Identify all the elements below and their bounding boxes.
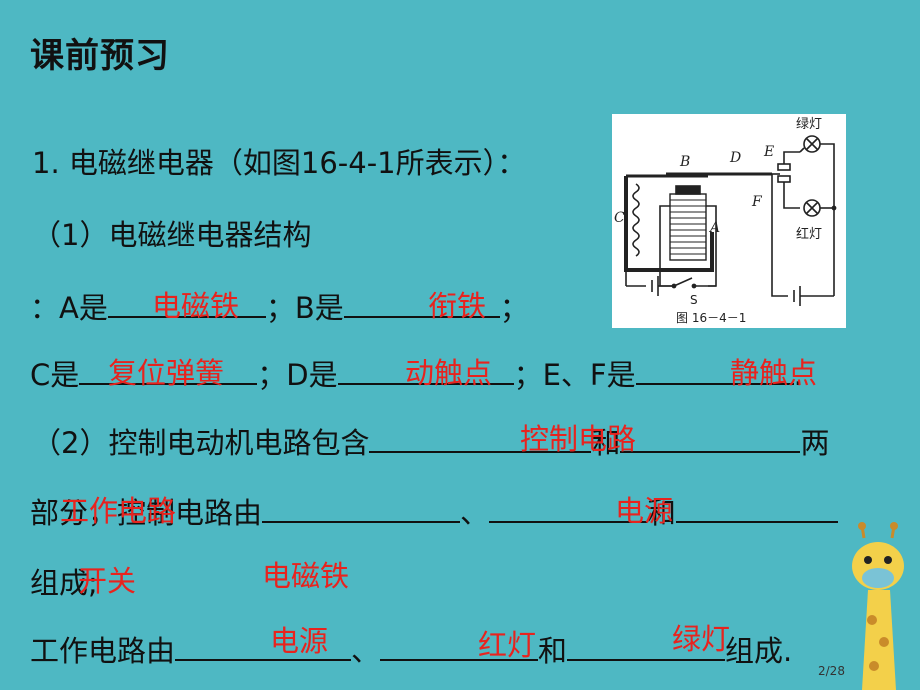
label-ef-is: ；E、F是	[513, 358, 636, 392]
label-d-is: ；D是	[257, 358, 338, 392]
label-green-lamp: 绿灯	[796, 117, 822, 132]
semicolon: ；	[499, 291, 529, 325]
label-b-is: ；B是	[265, 291, 344, 325]
compose-end-text: 组成.	[725, 634, 793, 668]
label-c-is: C是	[30, 358, 80, 392]
blank-a	[107, 290, 266, 318]
page-title: 课前预习	[30, 36, 170, 76]
label-b: B	[679, 154, 690, 170]
giraffe-icon	[852, 522, 904, 690]
answer-b: 衔铁	[428, 289, 487, 323]
blank-work-2	[380, 633, 539, 661]
answer-control-circuit: 控制电路	[520, 422, 637, 456]
control-circuit-text: 部分，控制电路由	[30, 496, 263, 530]
answer-ef: 静触点	[730, 356, 818, 390]
period: .	[793, 358, 803, 392]
blank-b	[343, 290, 500, 318]
label-a-fig: A	[708, 220, 720, 236]
figure-caption: 图 16－4－1	[676, 311, 746, 325]
blank-work-circuit	[620, 425, 801, 453]
answer-work-circuit: 工作电路	[60, 494, 177, 528]
blank-control-circuit	[369, 425, 592, 453]
and-text: 和	[591, 426, 621, 460]
answer-a: 电磁铁	[152, 289, 240, 323]
blank-c	[79, 357, 258, 385]
question-1-intro: 1. 电磁继电器（如图16-4-1所表示）：	[32, 146, 527, 180]
label-f: F	[751, 194, 763, 210]
relay-diagram-svg: B C D E F A S 绿灯 红灯 图 16－4－1	[614, 117, 837, 325]
question-line-5: （2）控制电动机电路包含 和 两	[32, 420, 829, 462]
compose-text: 组成;	[30, 566, 98, 600]
label-c: C	[614, 210, 625, 226]
label-a-is: ：A是	[30, 291, 108, 325]
comma-text: 、	[460, 496, 490, 530]
blank-control-1	[262, 495, 461, 523]
part2-text: （2）控制电动机电路包含	[32, 426, 370, 460]
blank-work-1	[175, 633, 352, 661]
answer-source-2: 电源	[270, 624, 329, 658]
blank-control-3	[676, 495, 839, 523]
and-text-3: 和	[538, 634, 568, 668]
answer-electromagnet: 电磁铁	[262, 559, 350, 593]
relay-diagram: B C D E F A S 绿灯 红灯 图 16－4－1	[612, 114, 846, 328]
label-s: S	[690, 293, 698, 307]
question-line-8: 工作电路由 、 和 组成.	[30, 628, 792, 670]
question-line-6: 部分，控制电路由 、 和	[30, 490, 839, 532]
label-e: E	[763, 144, 774, 160]
two-text: 两	[800, 426, 830, 460]
answer-c: 复位弹簧	[108, 356, 225, 390]
blank-control-2	[489, 495, 648, 523]
answer-switch: 开关	[78, 564, 137, 598]
answer-source-1: 电源	[615, 494, 674, 528]
answer-red-lamp: 红灯	[478, 628, 537, 662]
blank-ef	[635, 357, 794, 385]
blank-d	[337, 357, 514, 385]
question-1-part1-heading: （1）电磁继电器结构	[32, 218, 312, 252]
question-line-4: C是 ；D是 ；E、F是.	[30, 352, 803, 394]
comma-text-2: 、	[351, 634, 381, 668]
label-red-lamp: 红灯	[796, 226, 822, 242]
answer-green-lamp: 绿灯	[672, 622, 731, 656]
answer-d: 动触点	[405, 356, 493, 390]
label-d: D	[729, 150, 741, 166]
page-number: 2/28	[818, 664, 845, 678]
blank-work-3	[567, 633, 726, 661]
and-text-2: 和	[647, 496, 677, 530]
question-line-3: ：A是 ；B是 ；	[30, 285, 529, 327]
work-circuit-text: 工作电路由	[30, 634, 176, 668]
